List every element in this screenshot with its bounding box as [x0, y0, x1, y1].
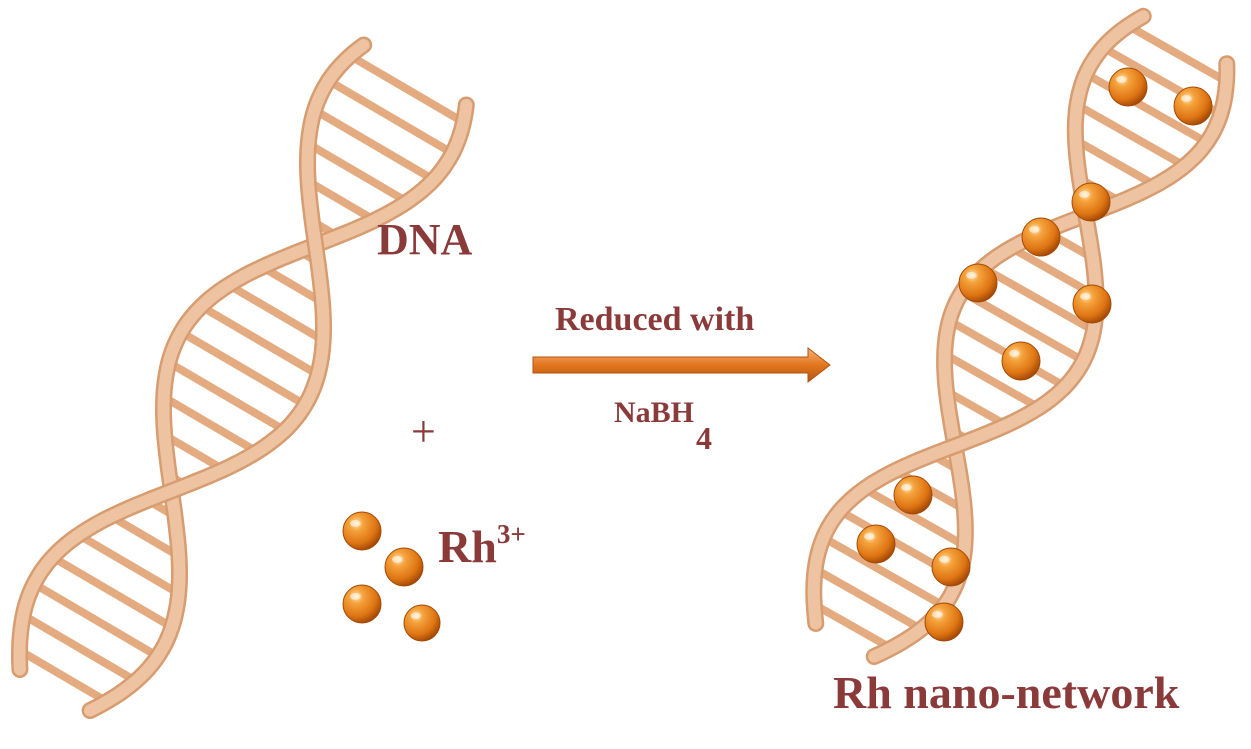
- dna-base-pair: [819, 533, 948, 610]
- reagent-formula-label: NaBH4: [614, 395, 712, 455]
- dna-base-pair: [15, 646, 111, 706]
- reagent-formula: NaBH: [614, 396, 695, 429]
- dna-label: DNA: [377, 215, 473, 264]
- rh-nanoparticle-icon: [856, 524, 896, 564]
- dna-base-pair: [304, 177, 379, 225]
- dna-base-pair: [19, 611, 140, 686]
- dna-base-pair: [860, 484, 969, 550]
- dna-backbone-edge: [865, 55, 1236, 665]
- dna-base-pair: [310, 106, 438, 184]
- rh-ion-particle-icon: [342, 584, 382, 624]
- rh-ion-symbol: Rh: [438, 521, 497, 572]
- rh-ion-label: Rh3+: [438, 521, 526, 570]
- dna-base-pair: [811, 565, 926, 634]
- dna-backbone-strand-2: [807, 10, 1150, 630]
- dna-base-pair: [177, 328, 310, 409]
- dna-base-pair: [940, 350, 1043, 412]
- dna-base-pair: [1081, 69, 1211, 147]
- dna-base-pair: [1073, 100, 1189, 170]
- product-label: Rh nano-network: [833, 667, 1180, 718]
- rh-nanoparticle-group: [856, 67, 1213, 642]
- rh-nanoparticle-icon: [1071, 182, 1111, 222]
- dna-base-pairs: [15, 51, 468, 706]
- dna-base-pair: [1124, 21, 1231, 86]
- dna-base-pair: [942, 387, 1011, 430]
- dna-base-pair: [74, 530, 183, 598]
- dna-helix-icon: [10, 36, 475, 719]
- dna-base-pair: [304, 139, 412, 206]
- dna-base-pair: [48, 553, 177, 632]
- rh-nanoparticle-icon: [958, 263, 998, 303]
- dna-base-pair: [159, 393, 262, 456]
- rh-nanoparticle-icon: [1072, 284, 1112, 324]
- rh-nanoparticle-icon: [1021, 217, 1061, 257]
- rh-nanoparticle-icon: [893, 475, 933, 515]
- dna-base-pair: [258, 263, 327, 307]
- rh-ion-particle-icon: [403, 604, 441, 642]
- dna-base-pair: [324, 76, 457, 158]
- rh-nanoparticle-icon: [1173, 86, 1213, 126]
- rh-ion-charge: 3+: [496, 519, 526, 549]
- dna-base-pair: [224, 280, 328, 345]
- reaction-arrow-shaft: [532, 346, 831, 384]
- dna-base-pair: [978, 263, 1098, 335]
- dna-base-pair: [1071, 136, 1160, 190]
- rh-nanoparticle-icon: [924, 602, 964, 642]
- rh-ion-group: [342, 511, 441, 642]
- rh-nanoparticle-icon: [1108, 67, 1148, 107]
- rh-ion-particle-icon: [384, 547, 424, 587]
- dna-backbone-strand-1: [868, 57, 1233, 663]
- dna-base-pair: [957, 287, 1088, 365]
- rh-nanoparticle-icon: [931, 547, 971, 587]
- dna-base-pair: [164, 358, 289, 435]
- rh-ion-particle-icon: [342, 511, 382, 551]
- rh-nanoparticle-icon: [1001, 341, 1041, 381]
- dna-base-pair: [810, 600, 896, 653]
- dna-backbone-strand-1: [84, 99, 473, 717]
- dna-backbone-strand-2: [13, 39, 370, 676]
- reagent-label-top: Reduced with: [555, 301, 755, 338]
- reagent-subscript: 4: [696, 420, 713, 456]
- dna-base-pair: [197, 302, 322, 379]
- reaction-arrow-icon: [532, 346, 831, 384]
- plus-sign: +: [411, 407, 436, 456]
- dna-base-pair: [29, 579, 162, 661]
- dna-base-pair: [346, 51, 468, 127]
- dna-base-pair: [160, 431, 228, 474]
- dna-base-pair: [107, 512, 183, 561]
